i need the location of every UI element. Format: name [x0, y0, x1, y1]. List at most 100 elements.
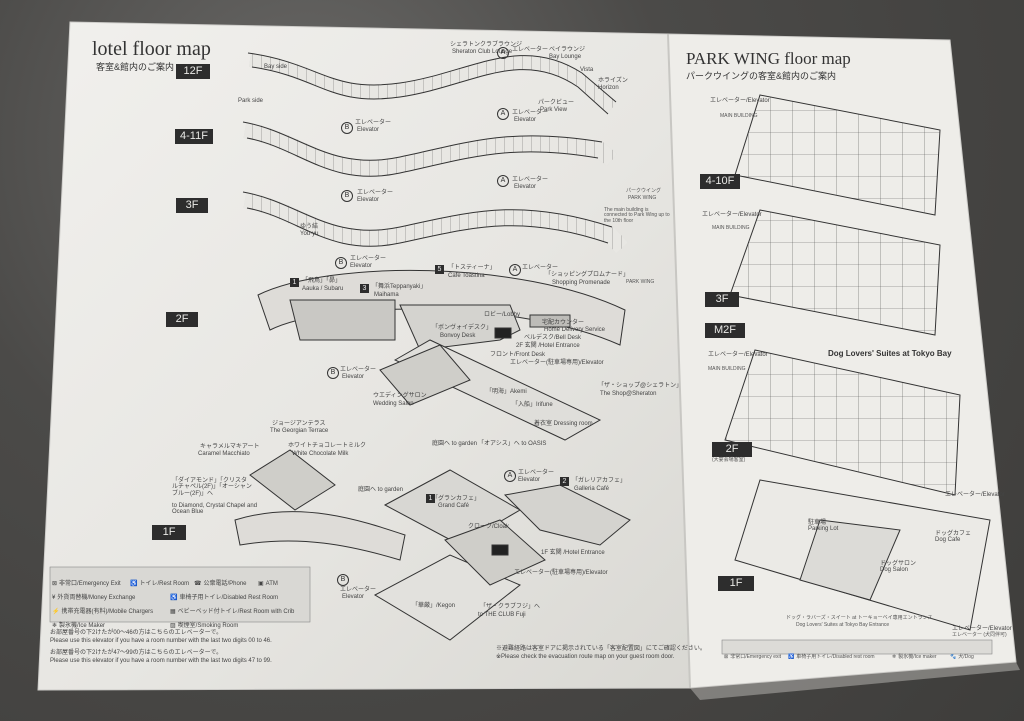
label-elevator-1f-b-en: Elevator: [342, 594, 365, 600]
plan-2f: [257, 269, 626, 441]
pw-legend-item-ice: ❄製氷機/Ice maker: [892, 654, 937, 660]
label-home-delivery-en: Home Delivery Service: [544, 327, 606, 333]
pw-floor-tag-m2f: M2F: [705, 323, 745, 338]
elevator-a-12f: A: [497, 47, 509, 59]
pw-legend-item-wheelchair: ♿車椅子用トイレ/Disabled rest room: [788, 654, 875, 660]
pw-elevator-2: エレベーター/Elevator: [702, 212, 762, 218]
floor-tag-2f: 2F: [166, 312, 198, 327]
marker-1-1f: 1: [426, 494, 435, 503]
floor-tag-12f: 12F: [176, 64, 210, 79]
wheelchair-icon: ♿: [170, 595, 178, 601]
label-elevator-3f-a-en: Elevator: [514, 184, 537, 190]
elevator-b-2f: B: [327, 367, 339, 379]
label-elevator-1f-a-en: Elevator: [518, 477, 541, 483]
pw-floor-tag-4-10f: 4-10F: [700, 174, 740, 189]
pw-elevator-dog: エレベーター (犬同伴可): [952, 632, 1007, 638]
label-elevator-4-11f-b-en: Elevator: [357, 197, 380, 203]
legend-item-atm: ▣ATM: [258, 581, 278, 587]
label-shop-sheraton-jp: 「ザ・ショップ@シェラトン」: [598, 383, 683, 389]
exit-icon: ⊠: [52, 581, 58, 587]
label-sheraton-club-jp: シェラトンクラブラウンジ: [450, 42, 523, 48]
pw-dog-entrance-jp: ドッグ・ラバーズ・スイート at トーキョーベイ専用エントランス: [786, 615, 933, 621]
label-cloak: クローク/Cloak: [468, 524, 510, 530]
label-elevator-3f-a: エレベーター: [512, 177, 549, 183]
pw-main-building-1: MAIN BUILDING: [720, 113, 758, 119]
label-elevator-parking-1f: エレベーター(駐車場専用)/Elevator: [514, 570, 608, 576]
label-sheraton-club-en: Sheraton Club Lounge: [452, 49, 513, 55]
footer-note-3-jp: ※避難経路は客室ドアに掲示されている「客室配置図」にてご確認ください。: [496, 646, 706, 652]
floor-tag-1f: 1F: [152, 525, 186, 540]
footer-note-3-en: ※Please check the evacuation route map o…: [496, 654, 675, 660]
marker-5-2f: 5: [435, 265, 444, 274]
label-diamond-jp: 「ダイアモンド」「クリスタルチャペル(2F)」「オーシャンブルー(2F)」へ: [172, 478, 252, 497]
pw-dog-entrance-en: Dog Lovers' Suites at Tokyo Bay Entrance: [796, 622, 890, 628]
label-grand-cafe-jp: 「グランカフェ」: [432, 496, 481, 502]
park-wing-subtitle: パークウイングの客室&館内のご案内: [686, 71, 837, 81]
park-wing-title: PARK WING floor map: [686, 49, 851, 68]
label-elevator-12f-a: エレベーター: [512, 47, 549, 53]
charger-icon: ⚡: [52, 609, 60, 615]
pw-main-building-2: MAIN BUILDING: [712, 225, 750, 231]
wave-12f: [247, 52, 617, 115]
label-home-delivery-jp: 宅配カウンター: [542, 320, 585, 326]
label-galleria-en: Galleria Café: [574, 486, 610, 492]
label-you-yu-jp: ゆう結: [300, 224, 319, 230]
pw-elevator-1: エレベーター/Elevator: [710, 98, 770, 104]
label-park-side: Park side: [238, 98, 264, 104]
label-cafe-toastina-jp: 「トスティーナ」: [448, 265, 496, 271]
legend-box: [49, 566, 311, 623]
pw-parking: 駐車場 Parking Lot: [808, 520, 839, 533]
label-elevator-3f-b: エレベーター: [350, 256, 387, 262]
pw-legend-item-exit: ⊠非常口/Emergency exit: [724, 654, 782, 660]
label-bonvoy-en: Bonvoy Desk: [440, 333, 476, 339]
marker-3-2f: 3: [360, 284, 369, 293]
legend-item-smoking: ▨喫煙室/Smoking Room: [170, 623, 239, 629]
pw-dog-lovers: Dog Lovers' Suites at Tokyo Bay: [828, 349, 952, 358]
label-bay-lounge-jp: ベイラウンジ: [549, 47, 586, 53]
footer-note-1-jp: お部屋番号の下2けたが00〜46の方はこちらのエレベーターで。: [50, 630, 223, 636]
ice-icon: ❄: [52, 623, 58, 629]
label-elevator-parking-2f: エレベーター(駐車場専用)/Elevator: [510, 360, 604, 366]
dog-icon: 🐾: [950, 654, 957, 660]
smoking-icon: ▨: [170, 623, 176, 629]
footer-note-2-jp: お部屋番号の下2けたが47〜99の方はこちらのエレベーターで。: [50, 650, 223, 656]
elevator-a-3f: A: [497, 175, 509, 187]
elevator-b-12f: B: [341, 122, 353, 134]
label-elevator-3f-b-en: Elevator: [350, 263, 373, 269]
label-park-wing-note: The main building is connected to Park W…: [604, 207, 670, 224]
label-maihama-en: Maihama: [374, 292, 399, 298]
label-lobby: ロビー/Lobby: [484, 312, 521, 318]
label-shopping-jp: 「ショッピングプロムナード」: [545, 272, 630, 278]
label-elevator-1f-a: エレベーター: [518, 470, 555, 476]
restroom-icon: ♿: [130, 581, 138, 587]
label-elevator-12f-b-en: Elevator: [357, 127, 380, 133]
pw-floor-tag-1f: 1F: [718, 576, 754, 591]
hotel-subtitle: 客室&館内のご案内: [96, 62, 175, 72]
label-cafe-toastina-en: Cafe Toastina: [448, 273, 485, 279]
label-maihama-jp: 「舞浜Teppanyaki」: [372, 284, 427, 290]
hotel-title: lotel floor map: [92, 38, 211, 60]
pw-elevator-5: エレベーター/Elevator: [952, 626, 1012, 632]
atm-icon: ▣: [258, 581, 264, 587]
elevator-a-4-11f: A: [497, 108, 509, 120]
label-caramel-jp: キャラメルマキアート: [200, 444, 260, 450]
park-wing-plans: [724, 94, 991, 631]
label-elevator-4-11f-a: エレベーター: [512, 110, 549, 116]
footer-note-2-en: Please use this elevator if you have a r…: [50, 658, 272, 664]
crib-icon: ▦: [170, 609, 176, 615]
elevator-a-1f: A: [504, 470, 516, 482]
label-georgian-en: The Georgian Terrace: [270, 428, 329, 434]
wheelchair-icon: ♿: [788, 654, 795, 660]
label-bay-side: Bay side: [264, 64, 288, 70]
label-bay-lounge-en: Bay Lounge: [549, 54, 582, 60]
label-aauka-en: Aauka / Subaru: [302, 286, 344, 292]
pw-floor-tag-2f: 2F: [712, 442, 752, 457]
label-shop-sheraton-en: The Shop@Sheraton: [600, 391, 657, 397]
wave-4-11f: [242, 121, 618, 177]
label-park-view-en: Park View: [540, 107, 567, 113]
label-oasis: 「オアシス」へ to OASIS: [478, 441, 547, 447]
floor-tag-4-11f: 4-11F: [175, 129, 213, 144]
label-horizon-jp: ホライズン: [598, 78, 628, 84]
legend-item-ice: ❄製氷機/Ice Maker: [52, 623, 106, 629]
